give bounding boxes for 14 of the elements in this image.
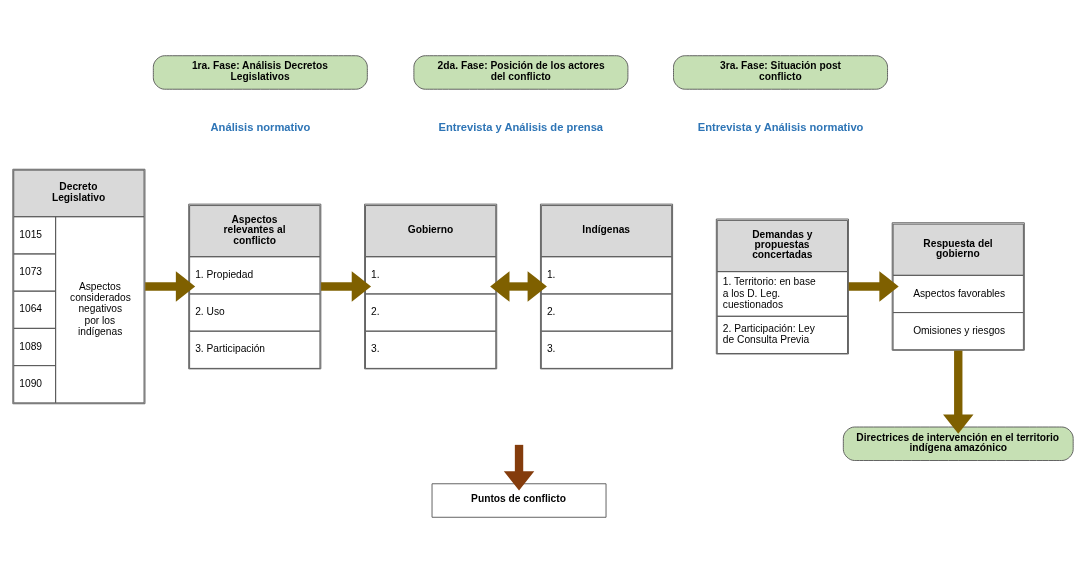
node-box: Puntos de conflicto (431, 483, 607, 518)
node-box: 2da. Fase: Posición de los actores del conflicto (413, 55, 629, 90)
arrow (321, 271, 372, 302)
node-box: 1ra. Fase: Análisis Decretos Legislativos (152, 55, 368, 90)
arrow (848, 271, 899, 302)
node-box: 3ra. Fase: Situación post conflicto (673, 55, 888, 90)
node-box: Directrices de intervención en el territorio indígena amazónico (842, 426, 1074, 461)
label: Análisis normativo (210, 121, 311, 134)
arrow (943, 350, 974, 434)
arrow (145, 271, 196, 302)
arrow (490, 271, 547, 302)
label: Entrevista y Análisis de prensa (438, 121, 604, 134)
label: Entrevista y Análisis normativo (697, 121, 864, 134)
arrow (503, 444, 535, 491)
